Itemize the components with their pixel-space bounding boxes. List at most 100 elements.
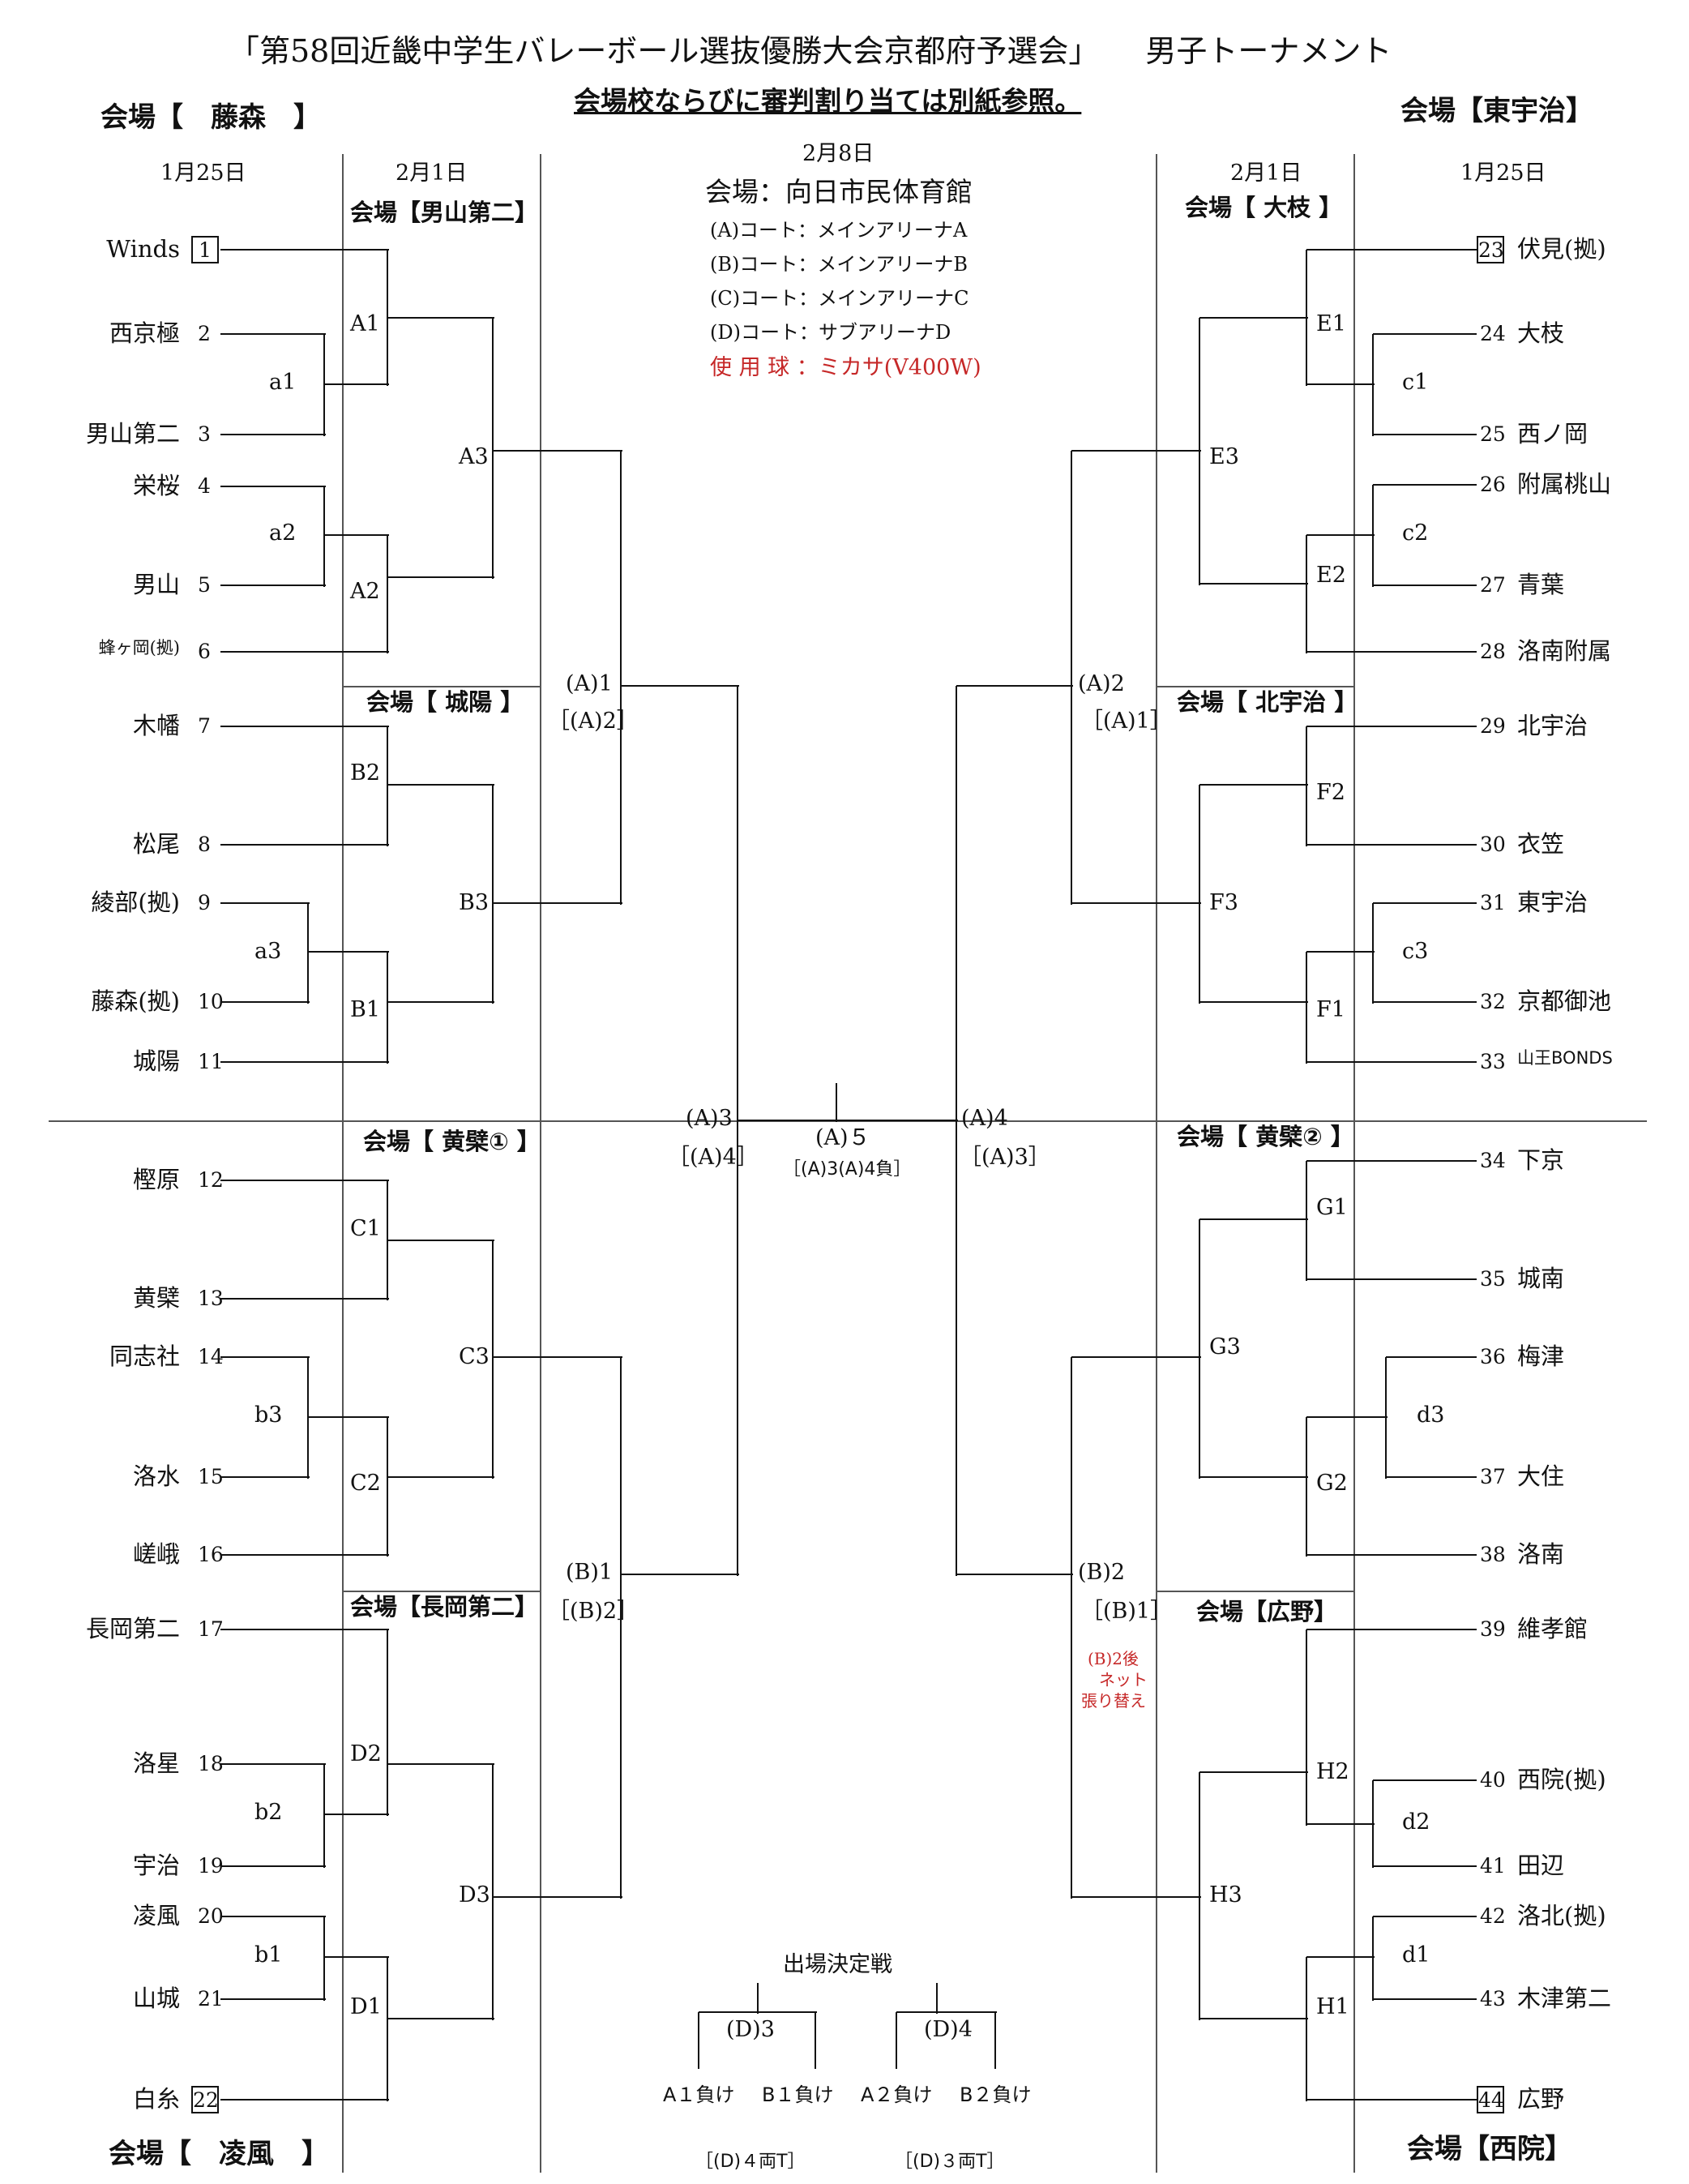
bracket-line [323, 1916, 325, 2001]
match-label-b-2_ref: ［(B)1］ [1081, 1599, 1173, 1624]
bracket-line [387, 2018, 494, 2019]
bracket-line [1306, 1629, 1307, 1826]
team-stub-right [1373, 1001, 1477, 1003]
bracket-line [836, 1083, 837, 1122]
team-stub-left [220, 333, 326, 335]
bracket-line [492, 785, 494, 1004]
date-left-round2: 2月1日 [396, 161, 468, 186]
team-number-right: 42 [1480, 1904, 1506, 1928]
team-name-left: 綾部(拠) [91, 889, 180, 916]
column-divider [1156, 154, 1157, 2173]
bracket-line [1306, 383, 1375, 385]
match-label-a-3_ref: ［(A)4］ [668, 1145, 759, 1170]
team-name-left: 同志社 [109, 1343, 180, 1370]
bracket-line [1306, 1957, 1307, 2101]
team-number-left: 16 [198, 1543, 224, 1566]
team-number-left: 21 [198, 1987, 224, 2011]
team-name-left: 嵯峨 [132, 1540, 180, 1568]
team-stub-left [220, 844, 389, 846]
team-stub-left [220, 1998, 326, 2000]
bracket-line [698, 2012, 699, 2069]
team-name-left: 長岡第二 [85, 1615, 180, 1642]
team-number-right: 37 [1480, 1465, 1506, 1488]
bracket-line [1199, 785, 1200, 1004]
bracket-line [387, 576, 494, 578]
team-stub-right [1373, 484, 1477, 486]
bracket-line [1306, 1956, 1375, 1958]
team-name-right: 青葉 [1517, 571, 1565, 598]
match-label-b3: B3 [459, 890, 490, 915]
qualifier-b1-lose: B１負け [762, 2083, 834, 2106]
team-name-left: 木幡 [132, 712, 180, 739]
team-name-left: 宇治 [132, 1852, 180, 1879]
column-divider [1353, 154, 1355, 2173]
match-label-d1: D1 [350, 1994, 382, 2019]
match-label-b3: b3 [254, 1402, 283, 1428]
bracket-line [387, 1763, 494, 1765]
team-stub-left [220, 585, 326, 586]
bracket-line [387, 317, 494, 319]
qualifier-title: 出場決定戦 [783, 1952, 892, 1977]
team-number-left: 3 [198, 422, 211, 446]
team-number-left: 20 [198, 1904, 224, 1928]
team-stub-left [220, 1629, 389, 1630]
team-number-right: 43 [1480, 1987, 1506, 2011]
court-a: (A)コート：メインアリーナA [710, 219, 968, 242]
bracket-line [324, 534, 389, 536]
match-label-a-1: (A)1 [566, 671, 613, 696]
team-name-right: 下京 [1517, 1146, 1565, 1174]
team-number-right: 31 [1480, 891, 1506, 914]
bracket-line [387, 1957, 388, 2101]
match-label-a3: a3 [254, 939, 282, 964]
team-name-left: 西京極 [109, 319, 180, 347]
team-number-left: 9 [198, 891, 211, 914]
bracket-line [493, 1356, 622, 1358]
venue-round2-h: 会場【広野】 [1196, 1598, 1338, 1625]
team-number-left: 12 [198, 1168, 224, 1192]
match-label-a-2: (A)2 [1078, 671, 1125, 696]
bracket-line [1306, 1416, 1388, 1418]
team-stub-right [1386, 1356, 1477, 1358]
team-number-right: 26 [1480, 473, 1506, 496]
bracket-line [1306, 534, 1375, 536]
team-number-right: 39 [1480, 1617, 1506, 1641]
ball-info: 使 用 球 ：ミカサ(V400W) [710, 355, 981, 380]
date-right-round1: 1月25日 [1460, 161, 1546, 186]
bracket-line [1071, 1356, 1201, 1358]
team-number-left: 5 [198, 573, 211, 597]
match-label-a2: a2 [269, 520, 297, 546]
bracket-line [956, 1574, 1073, 1575]
bracket-line [738, 1120, 958, 1121]
team-name-left: 洛星 [132, 1749, 180, 1777]
bracket-line [387, 1476, 494, 1478]
team-number-right: 40 [1480, 1768, 1506, 1792]
column-divider [540, 154, 541, 2173]
match-label-b-1: (B)1 [566, 1560, 614, 1585]
match-label-d2: D2 [350, 1741, 382, 1766]
team-stub-right [1306, 726, 1477, 727]
match-label-a-4: (A)4 [961, 1106, 1008, 1131]
match-label-e1: E1 [1316, 311, 1346, 336]
team-stub-left [220, 726, 389, 727]
team-stub-right [1306, 1278, 1477, 1280]
team-stub-right [1373, 902, 1477, 904]
venue-round2-e: 会場【 大枝 】 [1185, 194, 1343, 221]
team-number-left: 19 [198, 1854, 224, 1878]
match-label-b1: b1 [254, 1942, 283, 1968]
bracket-line [493, 450, 622, 452]
bracket-line [387, 1629, 388, 1816]
venue-divider [1156, 1591, 1353, 1592]
match-label-c2: C2 [350, 1471, 381, 1496]
team-stub-right [1373, 1998, 1477, 2000]
match-label-c2: c2 [1402, 520, 1429, 546]
bracket-line [621, 685, 739, 687]
qualifier-a1-lose: A１負け [663, 2083, 735, 2106]
bracket-line [1199, 318, 1200, 585]
team-number-left: 2 [198, 322, 211, 345]
bracket-line [308, 951, 389, 953]
match-label-d3: d3 [1417, 1402, 1445, 1428]
match-label-a2: A2 [350, 579, 380, 604]
team-number-left: 4 [198, 474, 211, 498]
match-label-a-1_ref: ［(A)2］ [548, 709, 639, 734]
team-name-right: 伏見(拠) [1517, 235, 1606, 263]
